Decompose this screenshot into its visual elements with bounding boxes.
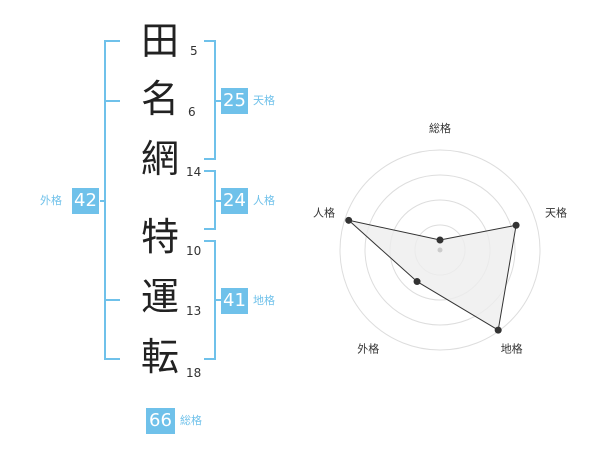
- chikaku-bracket-bottom: [204, 358, 216, 360]
- tenkaku-bracket-top: [204, 40, 216, 42]
- radar-axis-label: 天格: [545, 205, 567, 219]
- radar-grid-ring: [339, 149, 541, 351]
- radar-point: [436, 236, 444, 244]
- char-3: 網: [141, 137, 180, 181]
- stroke-count-3: 14: [186, 165, 202, 179]
- chikaku-bracket-top: [204, 240, 216, 242]
- tenkaku-bracket-connector: [214, 100, 222, 102]
- outer-bracket-tick: [104, 358, 120, 360]
- radar-axis-label: 地格: [501, 342, 523, 356]
- outer-bracket-tick: [104, 100, 120, 102]
- gaikaku-score-box: 42: [72, 188, 99, 214]
- char-2: 名: [141, 77, 180, 121]
- gaikaku-label: 外格: [40, 194, 62, 207]
- outer-bracket-connector: [100, 200, 106, 202]
- char-1: 田: [141, 19, 180, 63]
- tenkaku-score-box: 25: [221, 88, 248, 114]
- jinkaku-bracket-top: [204, 170, 216, 172]
- jinkaku-bracket-bottom: [204, 228, 216, 230]
- radar-point: [413, 278, 421, 286]
- radar-point: [345, 216, 353, 224]
- stroke-count-4: 10: [186, 244, 202, 258]
- outer-bracket-tick: [104, 40, 120, 42]
- jinkaku-score-box: 24: [221, 188, 248, 214]
- stroke-count-6: 18: [186, 366, 202, 380]
- stroke-count-1: 5: [190, 44, 198, 58]
- stroke-count-5: 13: [186, 304, 202, 318]
- radar-point: [512, 221, 520, 229]
- jinkaku-bracket-connector: [214, 200, 222, 202]
- soukaku-score-box: 66: [146, 408, 175, 434]
- tenkaku-bracket-bottom: [204, 158, 216, 160]
- tenkaku-label: 天格: [253, 94, 275, 107]
- radar-grid-ring: [364, 174, 516, 326]
- stroke-count-2: 6: [188, 105, 196, 119]
- radar-axis-label: 人格: [313, 205, 335, 219]
- soukaku-label: 総格: [180, 414, 202, 427]
- char-5: 運: [141, 275, 180, 319]
- outer-bracket-tick: [104, 299, 120, 301]
- char-6: 転: [141, 335, 180, 379]
- radar-point: [494, 326, 502, 334]
- chikaku-score-box: 41: [221, 288, 248, 314]
- char-4: 特: [141, 215, 180, 259]
- chikaku-label: 地格: [253, 294, 275, 307]
- radar-axis-label: 外格: [357, 342, 379, 356]
- radar-center: [437, 247, 443, 253]
- radar-axis-label: 総格: [429, 121, 451, 135]
- chikaku-bracket-connector: [214, 299, 222, 301]
- radar-area: [346, 219, 517, 331]
- jinkaku-label: 人格: [253, 194, 275, 207]
